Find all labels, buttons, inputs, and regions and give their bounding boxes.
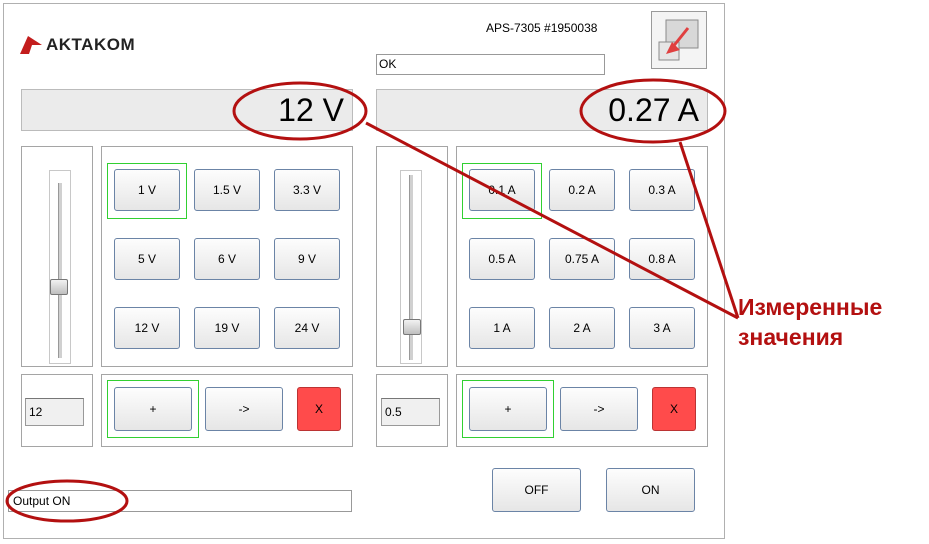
annotation-text: Измеренные значения bbox=[738, 292, 882, 352]
swap-window-button[interactable] bbox=[651, 11, 707, 69]
voltage-preset-button-1[interactable]: 1 V bbox=[114, 169, 180, 211]
voltage-plus-button[interactable]: + bbox=[114, 387, 192, 431]
current-apply-button[interactable]: -> bbox=[560, 387, 638, 431]
voltage-preset-button-4[interactable]: 5 V bbox=[114, 238, 180, 280]
current-preset-button-1[interactable]: 0.1 A bbox=[469, 169, 535, 211]
logo-mark-icon bbox=[20, 36, 42, 54]
voltage-clear-button[interactable]: X bbox=[297, 387, 341, 431]
voltage-preset-button-2[interactable]: 1.5 V bbox=[194, 169, 260, 211]
current-value-field[interactable]: 0.5 bbox=[381, 398, 440, 426]
current-plus-button[interactable]: + bbox=[469, 387, 547, 431]
output-status-field: Output ON bbox=[8, 490, 352, 512]
current-preset-button-3[interactable]: 0.3 A bbox=[629, 169, 695, 211]
current-preset-button-4[interactable]: 0.5 A bbox=[469, 238, 535, 280]
voltage-slider-panel bbox=[21, 146, 93, 367]
voltage-preset-button-9[interactable]: 24 V bbox=[274, 307, 340, 349]
current-preset-button-2[interactable]: 0.2 A bbox=[549, 169, 615, 211]
voltage-display: 12 V bbox=[21, 89, 353, 131]
voltage-slider-thumb[interactable] bbox=[50, 279, 68, 295]
voltage-preset-button-8[interactable]: 19 V bbox=[194, 307, 260, 349]
current-preset-button-8[interactable]: 2 A bbox=[549, 307, 615, 349]
voltage-plus-highlight bbox=[107, 380, 199, 438]
current-preset-button-6[interactable]: 0.8 A bbox=[629, 238, 695, 280]
voltage-slider-track[interactable] bbox=[58, 183, 62, 358]
voltage-slider-frame bbox=[49, 170, 71, 364]
status-field: OK bbox=[376, 54, 605, 75]
current-slider-thumb[interactable] bbox=[403, 319, 421, 335]
annotation-line-1: Измеренные bbox=[738, 294, 883, 320]
annotation-line-2: значения bbox=[738, 324, 844, 350]
swap-window-icon bbox=[658, 19, 699, 61]
current-preset-button-7[interactable]: 1 A bbox=[469, 307, 535, 349]
output-on-button[interactable]: ON bbox=[606, 468, 695, 512]
current-clear-button[interactable]: X bbox=[652, 387, 696, 431]
voltage-preset-button-7[interactable]: 12 V bbox=[114, 307, 180, 349]
current-slider-panel bbox=[376, 146, 448, 367]
voltage-preset-selected-highlight bbox=[107, 163, 187, 219]
current-preset-button-9[interactable]: 3 A bbox=[629, 307, 695, 349]
voltage-preset-button-5[interactable]: 6 V bbox=[194, 238, 260, 280]
current-preset-button-5[interactable]: 0.75 A bbox=[549, 238, 615, 280]
output-off-button[interactable]: OFF bbox=[492, 468, 581, 512]
logo-text: AKTAKOM bbox=[46, 35, 136, 54]
current-plus-highlight bbox=[462, 380, 554, 438]
voltage-value-field[interactable]: 12 bbox=[25, 398, 84, 426]
device-id: APS-7305 #1950038 bbox=[486, 21, 598, 35]
voltage-apply-button[interactable]: -> bbox=[205, 387, 283, 431]
voltage-preset-button-6[interactable]: 9 V bbox=[274, 238, 340, 280]
current-display: 0.27 A bbox=[376, 89, 708, 131]
aktakom-logo: AKTAKOM bbox=[20, 35, 135, 55]
voltage-preset-button-3[interactable]: 3.3 V bbox=[274, 169, 340, 211]
